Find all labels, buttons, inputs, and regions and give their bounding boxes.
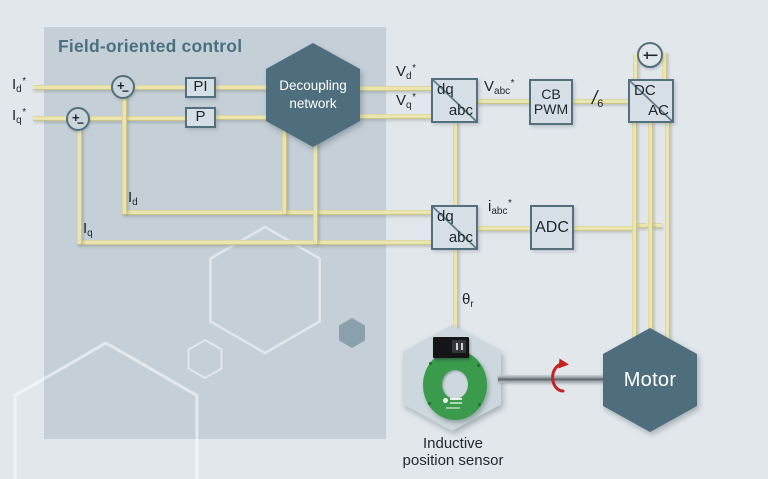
p-label: P bbox=[195, 108, 206, 126]
dc-ac-inverter-block: DC AC bbox=[628, 79, 674, 123]
label-iabc: iabc* bbox=[488, 198, 512, 217]
pcb-marking bbox=[446, 407, 460, 409]
pcb-hole-dot bbox=[429, 362, 432, 365]
minus-sign: − bbox=[649, 46, 658, 63]
dq-abc-current-transform-block: dq abc bbox=[431, 205, 478, 250]
pcb-logo bbox=[443, 398, 448, 403]
sensor-pcb-hole bbox=[442, 370, 468, 399]
motor-hexagon: Motor bbox=[603, 328, 697, 432]
pcb-marking bbox=[450, 402, 462, 404]
wire-vd-to-dqabc bbox=[340, 86, 432, 91]
wire-phase-c bbox=[665, 121, 670, 342]
adc-label: ADC bbox=[535, 218, 569, 236]
label-id-ref: Id* bbox=[12, 76, 27, 95]
wire-decoupling-id-leg bbox=[282, 120, 287, 214]
pi-label: PI bbox=[193, 78, 208, 96]
pi-controller-block: PI bbox=[185, 77, 216, 98]
decoupling-network-hexagon: Decoupling network bbox=[266, 43, 360, 147]
wire-id-ref-in bbox=[33, 85, 113, 90]
minus-sign: − bbox=[121, 84, 129, 98]
connector-inset bbox=[452, 340, 466, 353]
wire-p-to-decoupling bbox=[215, 115, 290, 120]
label-iq-feedback: Iq bbox=[83, 220, 93, 239]
wire-j1-to-pi bbox=[133, 85, 186, 90]
wire-iq-ref-in bbox=[33, 116, 68, 121]
panel-title: Field-oriented control bbox=[58, 36, 243, 56]
wire-id-feedback-up bbox=[122, 98, 127, 214]
wire-theta-between-blocks bbox=[453, 122, 458, 206]
abc-label: abc bbox=[448, 228, 473, 246]
ac-label: AC bbox=[648, 101, 669, 119]
sensor-pcb-ring bbox=[423, 350, 487, 420]
pcb-hole-dot bbox=[428, 402, 431, 405]
cb-label: CB bbox=[541, 85, 561, 102]
pcb-hole-dot bbox=[478, 403, 481, 406]
wire-phase-b bbox=[648, 121, 653, 342]
wire-id-feedback bbox=[122, 210, 432, 215]
dc-label: DC bbox=[634, 82, 656, 99]
wire-dqabc-to-cbpwm bbox=[477, 99, 530, 104]
pcb-marking bbox=[450, 398, 462, 400]
wire-j2-to-p bbox=[88, 116, 186, 121]
rotation-arrow-icon bbox=[551, 358, 569, 393]
wire-cbpwm-to-dcac bbox=[572, 99, 629, 104]
cb-pwm-block: CB PWM bbox=[529, 79, 573, 125]
wire-adc-to-phases bbox=[572, 226, 636, 231]
wire-supply-right bbox=[662, 53, 667, 81]
sensor-caption-line2: position sensor bbox=[402, 451, 504, 469]
pwm-label: PWM bbox=[533, 101, 569, 117]
dc-supply-symbol: + − bbox=[637, 42, 663, 68]
wire-phase-tap-2 bbox=[653, 223, 662, 228]
summing-junction-iq: + − bbox=[66, 107, 90, 131]
minus-sign: − bbox=[76, 116, 84, 130]
wire-iq-feedback-up bbox=[77, 130, 82, 244]
sensor-caption: Inductive position sensor bbox=[383, 435, 523, 469]
label-theta-r: θr bbox=[462, 291, 474, 310]
connector-pin bbox=[461, 343, 463, 350]
dq-label: dq bbox=[437, 81, 454, 98]
decoupling-label-line1: Decoupling bbox=[279, 78, 347, 94]
label-vabc-ref: Vabc* bbox=[484, 78, 515, 97]
label-vd-ref: Vd* bbox=[396, 63, 416, 82]
label-wire-count: /6 bbox=[592, 88, 604, 110]
wire-phase-a bbox=[632, 121, 637, 342]
plus-sign: + bbox=[117, 78, 125, 93]
adc-block: ADC bbox=[530, 205, 574, 250]
plus-sign: + bbox=[643, 46, 652, 63]
wire-supply-left bbox=[633, 53, 638, 81]
connector-pin bbox=[456, 343, 458, 350]
wire-decoupling-iq-leg bbox=[313, 128, 318, 244]
summing-junction-id: + − bbox=[111, 75, 135, 99]
label-vq-ref: Vq* bbox=[396, 92, 416, 111]
pcb-hole-dot bbox=[477, 364, 480, 367]
wire-iq-feedback bbox=[77, 240, 432, 245]
wire-dqabc-to-adc bbox=[477, 226, 531, 231]
dq-abc-voltage-transform-block: dq abc bbox=[431, 78, 478, 123]
sensor-caption-line1: Inductive bbox=[422, 435, 484, 452]
wire-theta-to-sensor bbox=[453, 249, 458, 336]
p-controller-block: P bbox=[185, 107, 216, 128]
motor-shaft bbox=[498, 375, 612, 383]
dq-label: dq bbox=[437, 208, 454, 225]
motor-label: Motor bbox=[623, 368, 677, 391]
wire-pi-to-decoupling bbox=[215, 85, 290, 90]
abc-label: abc bbox=[448, 101, 473, 119]
plus-sign: + bbox=[72, 110, 80, 125]
wire-vq-to-dqabc bbox=[340, 114, 432, 119]
label-id-feedback: Id bbox=[128, 189, 138, 208]
wire-phase-tap-1 bbox=[638, 223, 647, 228]
label-iq-ref: Iq* bbox=[12, 107, 27, 126]
decoupling-label-line2: network bbox=[289, 96, 337, 111]
sensor-connector bbox=[433, 337, 469, 358]
